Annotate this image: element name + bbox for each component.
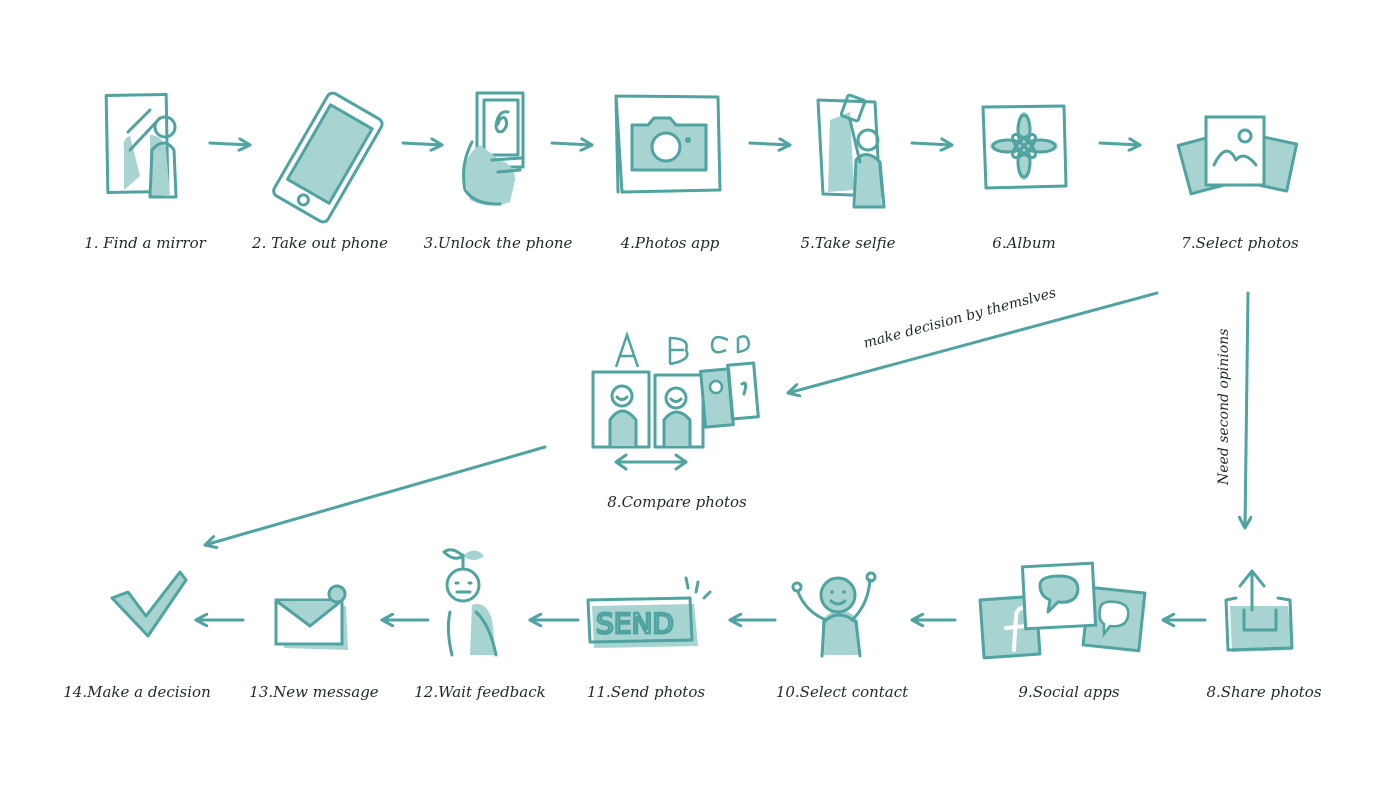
arrow-7-compare (786, 291, 1159, 393)
step-label-new-message: 13.New message (249, 683, 379, 701)
arrow-5-6 (910, 143, 954, 145)
step-label-album: 6.Album (992, 234, 1056, 252)
send-sign-icon: SEND (586, 576, 712, 648)
flow-arrows (194, 143, 1248, 620)
unlock-hand-icon (462, 91, 525, 206)
step-label-select-contact: 10.Select contact (775, 683, 909, 701)
contact-person-icon (791, 571, 877, 658)
arrow-6-7 (1098, 143, 1142, 145)
step-label-find-mirror: 1. Find a mirror (84, 234, 206, 252)
sprout-figure-icon (442, 548, 498, 657)
arrow-2-3 (401, 143, 444, 145)
step-label-social-apps: 9.Social apps (1018, 683, 1120, 701)
social-apps-icon (978, 561, 1147, 660)
camera-icon (614, 94, 722, 194)
step-label-unlock-phone: 3.Unlock the phone (423, 234, 573, 252)
step-label-send-photos: 11.Send photos (586, 683, 706, 701)
arrow-1-2 (208, 143, 252, 145)
step-label-photos-app: 4.Photos app (620, 234, 720, 252)
share-icon (1224, 569, 1294, 652)
branch-label-second-opinion: Need second opinions (1216, 328, 1232, 485)
step-label-take-selfie: 5.Take selfie (800, 234, 896, 252)
phone-icon (272, 91, 384, 224)
checkmark-icon (110, 570, 188, 638)
arrow-4-5 (748, 143, 792, 145)
album-flower-icon (981, 104, 1068, 190)
arrow-7-share (1245, 291, 1248, 530)
mirror-icon (104, 92, 178, 199)
selfie-icon (816, 93, 886, 209)
compare-photos-icon: A B C D (591, 331, 760, 471)
step-label-take-out-phone: 2. Take out phone (252, 234, 388, 252)
step-label-compare-photos: 8.Compare photos (607, 493, 747, 511)
step-label-wait-feedback: 12.Wait feedback (414, 683, 546, 701)
step-label-share-photos: 8.Share photos (1206, 683, 1322, 701)
photo-stack-icon (1176, 115, 1299, 196)
send-sign-text: SEND (596, 607, 674, 640)
arrow-3-4 (550, 143, 594, 145)
step-label-select-photos: 7.Select photos (1181, 234, 1299, 252)
step-label-make-decision: 14.Make a decision (63, 683, 211, 701)
envelope-icon (274, 584, 348, 650)
arrow-compare-decision (203, 445, 547, 545)
